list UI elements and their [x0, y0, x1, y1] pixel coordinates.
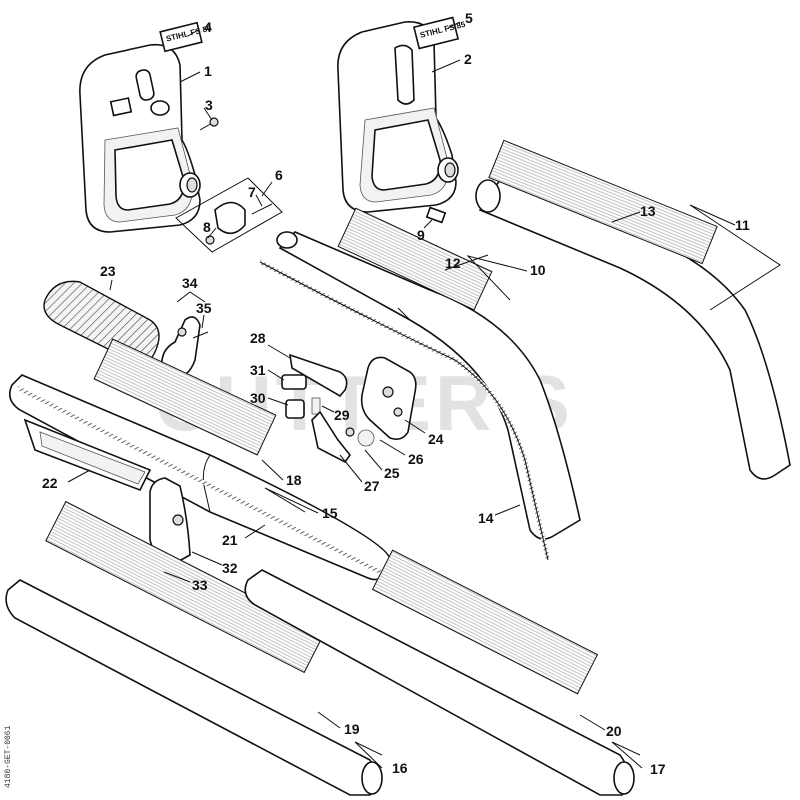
spacer-bracket-22 [23, 418, 152, 492]
engine-housing-right [337, 21, 459, 213]
callout-32: 32 [222, 560, 238, 576]
callout-10: 10 [530, 262, 546, 278]
callout-12: 12 [445, 255, 461, 271]
warning-label-19 [45, 500, 325, 674]
gear-26 [357, 429, 375, 447]
callout-35: 35 [196, 300, 212, 316]
curved-shaft-11 [475, 179, 791, 480]
callout-numbers: 1 2 3 4 5 6 7 8 9 10 11 12 13 14 15 16 1… [42, 10, 750, 777]
callout-28: 28 [250, 330, 266, 346]
engine-housing-left [79, 43, 201, 233]
drawing-code: 4180-GET-0061 [4, 725, 13, 788]
callout-18: 18 [286, 472, 302, 488]
callout-31: 31 [250, 362, 266, 378]
flex-drive-shaft-14 [259, 260, 550, 561]
callout-16: 16 [392, 760, 408, 776]
callout-15: 15 [322, 505, 338, 521]
throttle-trigger-28 [289, 353, 348, 398]
lever-27 [311, 410, 352, 464]
callout-17: 17 [650, 761, 666, 777]
callout-26: 26 [408, 451, 424, 467]
callout-8: 8 [203, 219, 211, 235]
callout-9: 9 [417, 227, 425, 243]
grip-sleeve-23 [43, 280, 160, 364]
handle-housing-24 [360, 356, 417, 440]
callout-14: 14 [478, 510, 494, 526]
washer-25 [345, 427, 355, 437]
callout-33: 33 [192, 577, 208, 593]
switch-30 [285, 399, 305, 419]
interlock-31 [281, 374, 307, 390]
spring-29 [311, 397, 321, 415]
callout-29: 29 [334, 407, 350, 423]
callout-34: 34 [182, 275, 198, 291]
callout-23: 23 [100, 263, 116, 279]
callout-20: 20 [606, 723, 622, 739]
callout-22: 22 [42, 475, 58, 491]
callout-27: 27 [364, 478, 380, 494]
callout-21: 21 [222, 532, 238, 548]
flex-drive-21 [17, 386, 381, 574]
screw-3 [199, 117, 219, 131]
warning-label-18 [93, 338, 277, 456]
svg-text:4180-GET-0061: 4180-GET-0061 [4, 725, 13, 788]
callout-19: 19 [344, 721, 360, 737]
drive-tube-17 [244, 569, 635, 796]
callout-7: 7 [248, 184, 256, 200]
callout-30: 30 [250, 390, 266, 406]
logo-plate-fs80: STIHL FS 80 [159, 21, 213, 53]
drive-tube-16 [5, 579, 383, 796]
callout-5: 5 [465, 10, 473, 26]
callout-25: 25 [384, 465, 400, 481]
callout-2: 2 [464, 51, 472, 67]
warning-label-20 [371, 549, 599, 695]
leader-lines [67, 21, 781, 769]
callout-6: 6 [275, 167, 283, 183]
callout-1: 1 [204, 63, 212, 79]
callout-11: 11 [735, 217, 750, 233]
clip-9 [425, 206, 447, 224]
warning-label-13 [488, 139, 718, 265]
warning-label-12 [337, 207, 493, 311]
callout-24: 24 [428, 431, 444, 447]
callout-4: 4 [204, 19, 212, 35]
callout-3: 3 [205, 97, 213, 113]
callout-13: 13 [640, 203, 656, 219]
